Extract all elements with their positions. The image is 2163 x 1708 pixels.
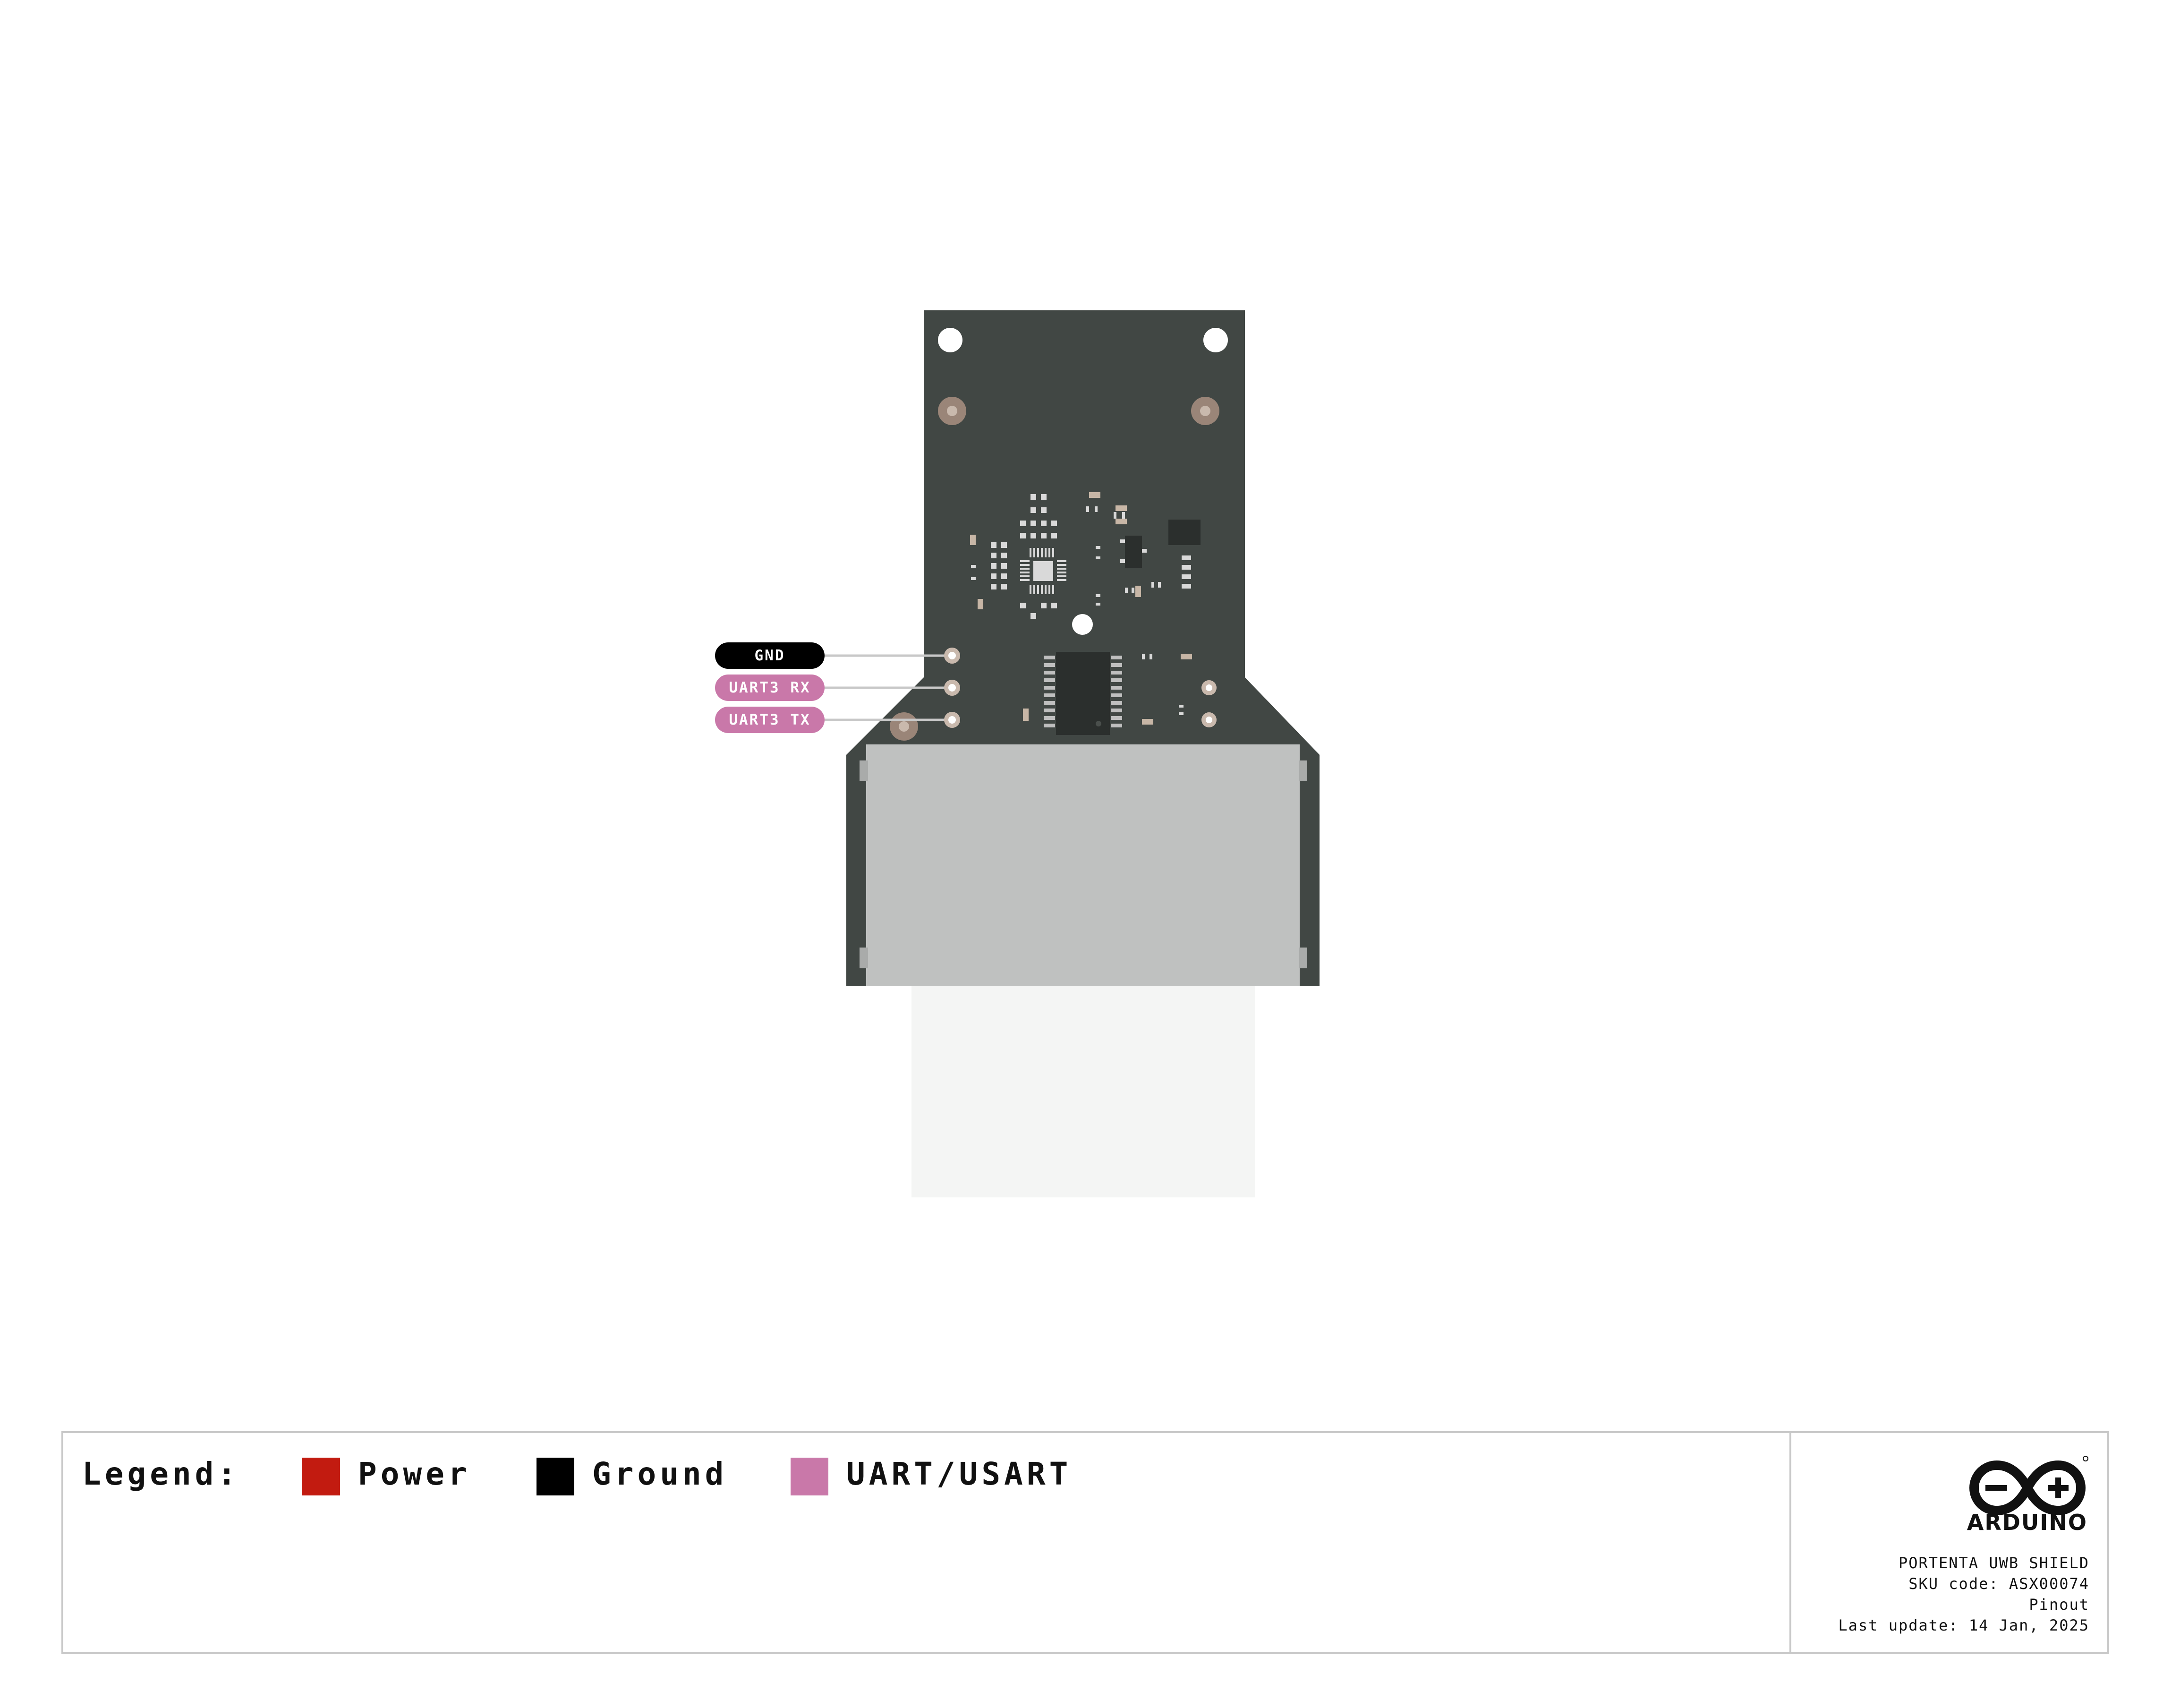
connector-latch-right-bottom [1299,948,1307,968]
soic-ic [1044,652,1122,735]
connector-latch-left-top [860,760,868,781]
product-name: PORTENTA UWB SHIELD [1898,1554,2089,1572]
legend-panel: Legend: Power Ground UART/USART ARDUINO … [61,1431,2109,1654]
flex-cable [911,982,1255,1197]
arduino-wordmark: ARDUINO [1967,1510,2087,1535]
connector-latch-right-top [1299,760,1307,781]
test-pad-center [947,406,957,416]
pin-label-uart3-rx: UART3 RX [715,675,825,701]
qfn-chip [1020,548,1066,594]
test-point-center [1206,717,1212,723]
test-pad-center [899,721,909,732]
sot-component [1125,536,1142,568]
connector-latch-left-bottom [860,948,868,968]
document-type: Pinout [2029,1596,2089,1614]
pin-uart3-tx-center [948,716,956,724]
legend-label-power: Power [358,1456,471,1492]
arduino-logo-icon [1969,1456,2088,1516]
pin-label-gnd: GND [715,642,825,669]
legend-swatch-uart [791,1458,828,1495]
pin-uart3-rx-center [948,684,956,692]
mounting-hole [938,328,962,352]
resistors [970,492,1192,725]
legend-title: Legend: [82,1456,240,1492]
legend-divider [1789,1433,1791,1652]
legend-swatch-ground [536,1458,574,1495]
sot-pin [1120,559,1125,563]
sku-code: SKU code: ASX00074 [1908,1575,2089,1593]
mounting-hole [1072,614,1093,635]
pin-label-uart3-tx: UART3 TX [715,707,825,733]
test-point-center [1206,684,1212,691]
passive-pads [971,494,1191,715]
legend-label-uart: UART/USART [846,1456,1072,1492]
crystal [1168,520,1201,545]
legend-swatch-power [302,1458,340,1495]
sot-pin [1142,549,1147,553]
legend-label-ground: Ground [592,1456,728,1492]
sot-pin [1120,539,1125,543]
test-pad-center [1200,406,1210,416]
connector-body [866,744,1300,986]
pin-gnd-center [948,652,956,659]
mounting-hole [1203,328,1228,352]
last-update: Last update: 14 Jan, 2025 [1838,1616,2089,1634]
